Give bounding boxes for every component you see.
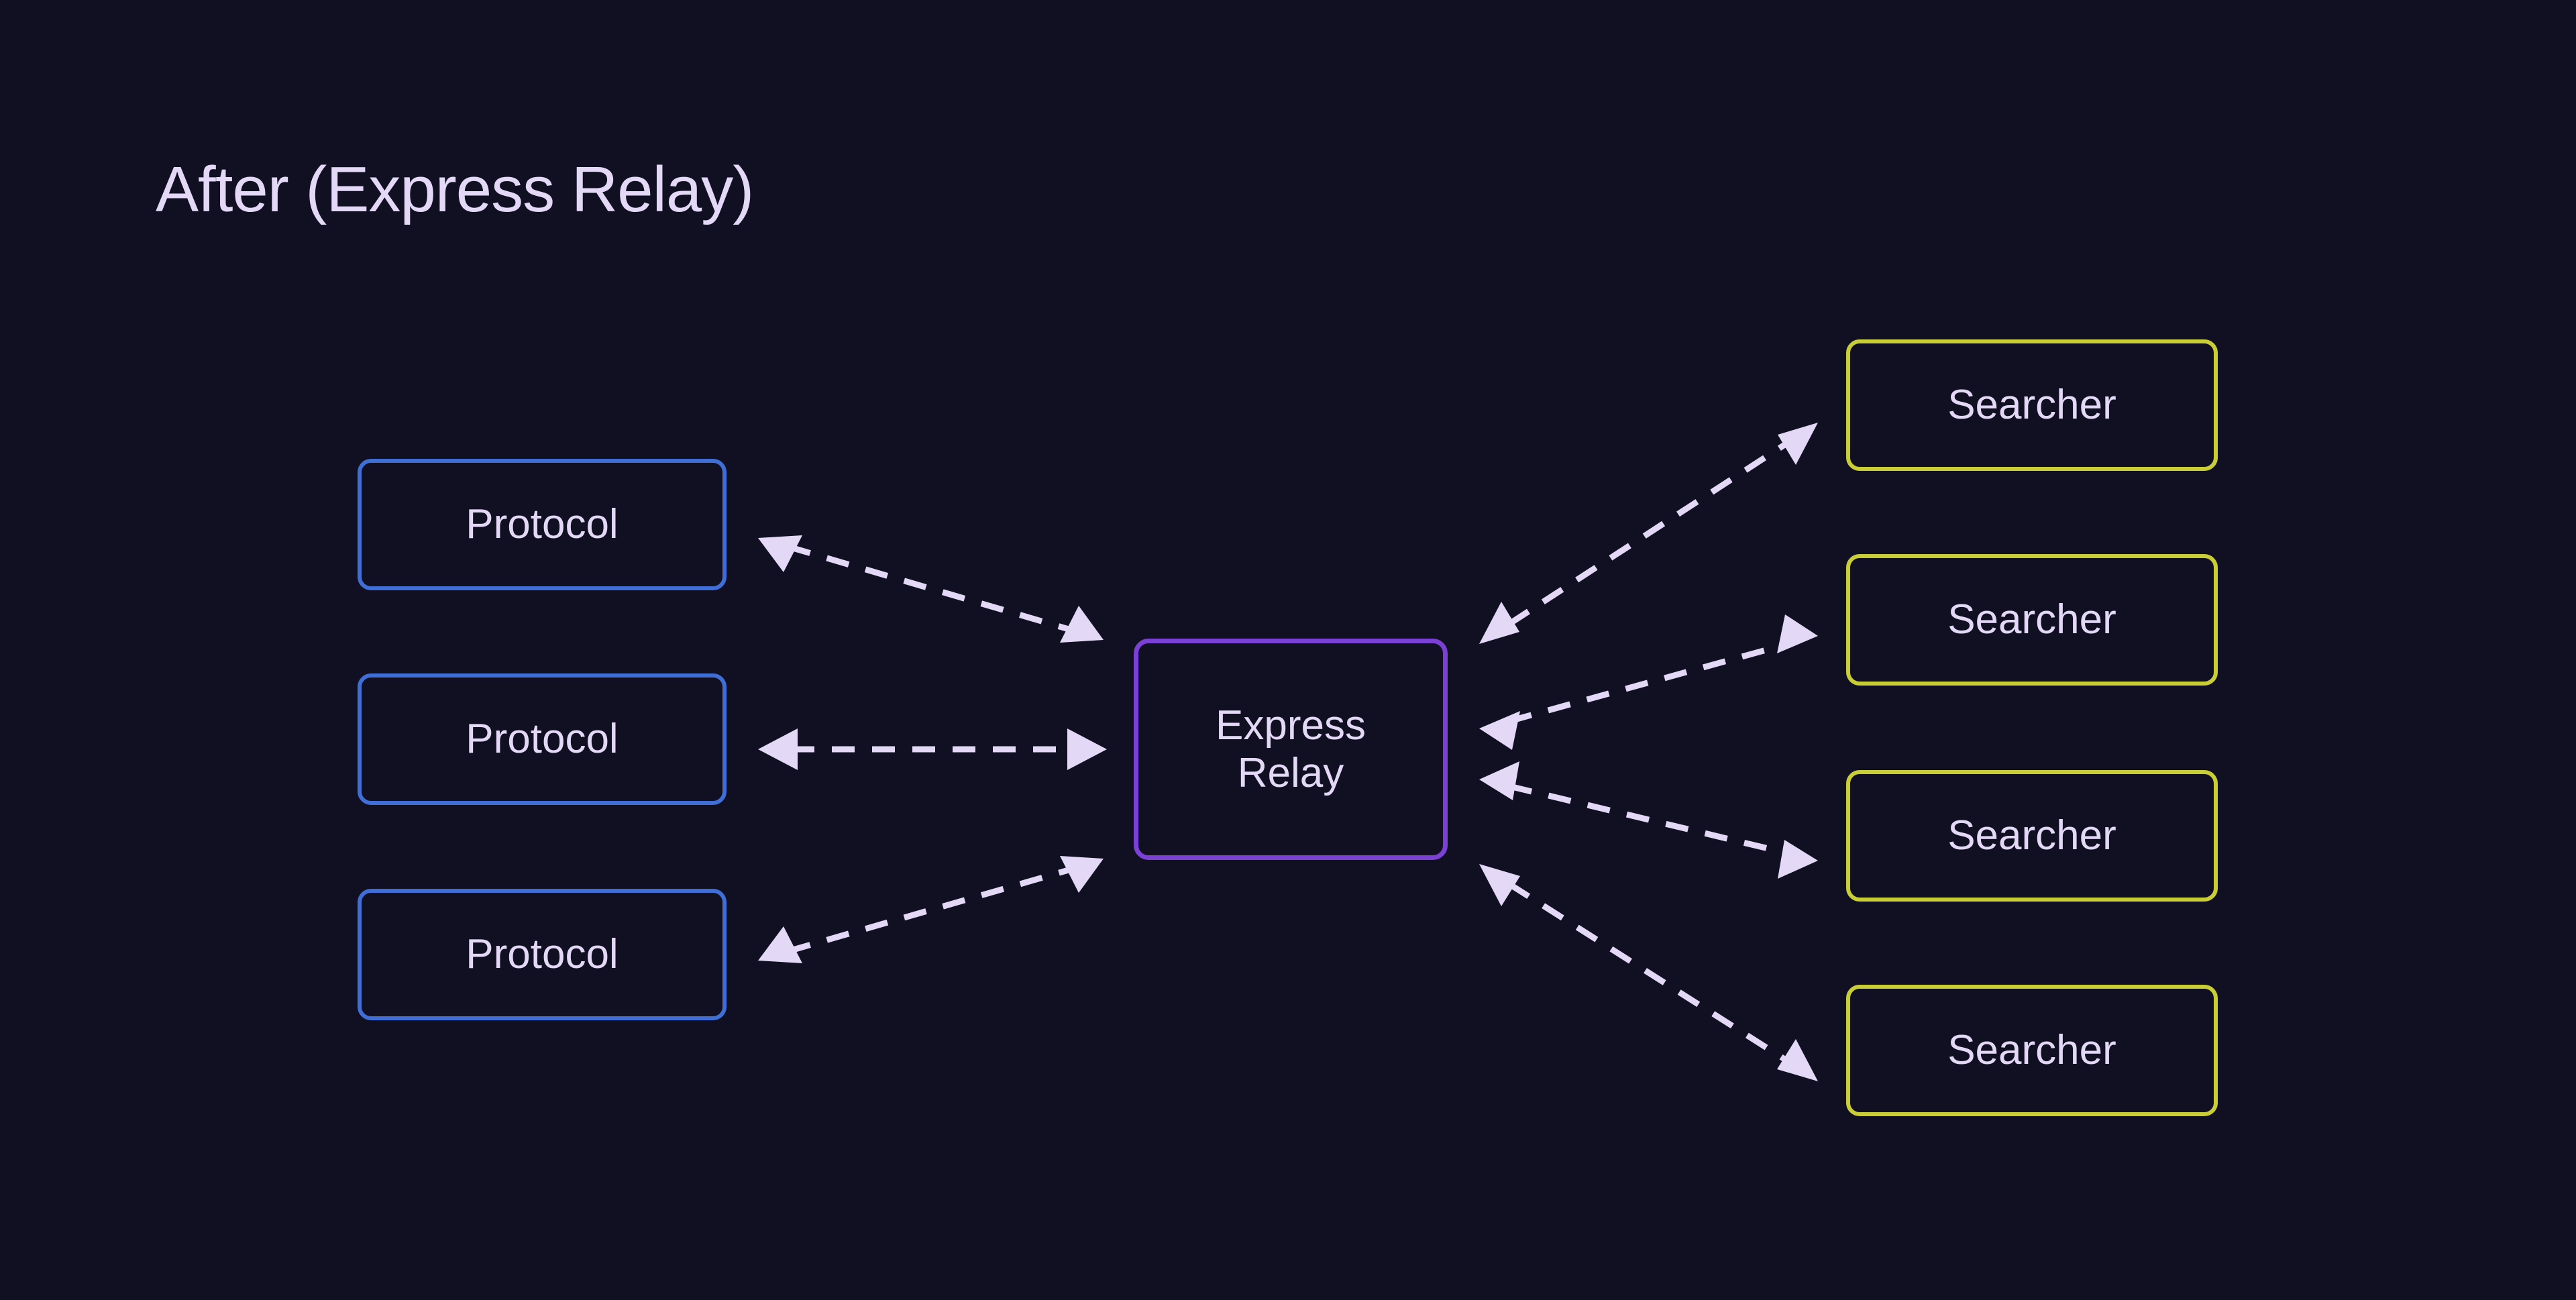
node-protocol-2[interactable]: Protocol [358, 673, 727, 805]
edge-protocol1-relay [758, 535, 1104, 643]
node-searcher-1[interactable]: Searcher [1846, 339, 2218, 471]
node-express-relay[interactable]: Express Relay [1134, 639, 1448, 860]
node-searcher-4[interactable]: Searcher [1846, 985, 2218, 1116]
node-express-relay-label: Express Relay [1216, 702, 1366, 798]
node-searcher-1-label: Searcher [1947, 382, 2116, 429]
edge-protocol3-relay [758, 856, 1104, 963]
node-express-relay-label-line1: Express [1216, 702, 1366, 749]
edge-relay-searcher4 [1479, 864, 1818, 1081]
node-protocol-3[interactable]: Protocol [358, 889, 727, 1020]
edge-relay-searcher1 [1479, 423, 1818, 644]
node-searcher-4-label: Searcher [1947, 1027, 2116, 1074]
node-protocol-1-label: Protocol [466, 501, 619, 548]
node-protocol-3-label: Protocol [466, 931, 619, 978]
node-searcher-2-label: Searcher [1947, 596, 2116, 643]
node-searcher-3[interactable]: Searcher [1846, 770, 2218, 902]
node-searcher-3-label: Searcher [1947, 812, 2116, 859]
node-protocol-2-label: Protocol [466, 716, 619, 763]
node-searcher-2[interactable]: Searcher [1846, 554, 2218, 686]
node-protocol-1[interactable]: Protocol [358, 459, 727, 590]
page-title: After (Express Relay) [156, 154, 754, 225]
node-express-relay-label-line2: Relay [1237, 750, 1344, 796]
edge-relay-searcher2 [1479, 614, 1818, 750]
edge-relay-searcher3 [1479, 761, 1818, 879]
edge-protocol2-relay [758, 728, 1107, 770]
